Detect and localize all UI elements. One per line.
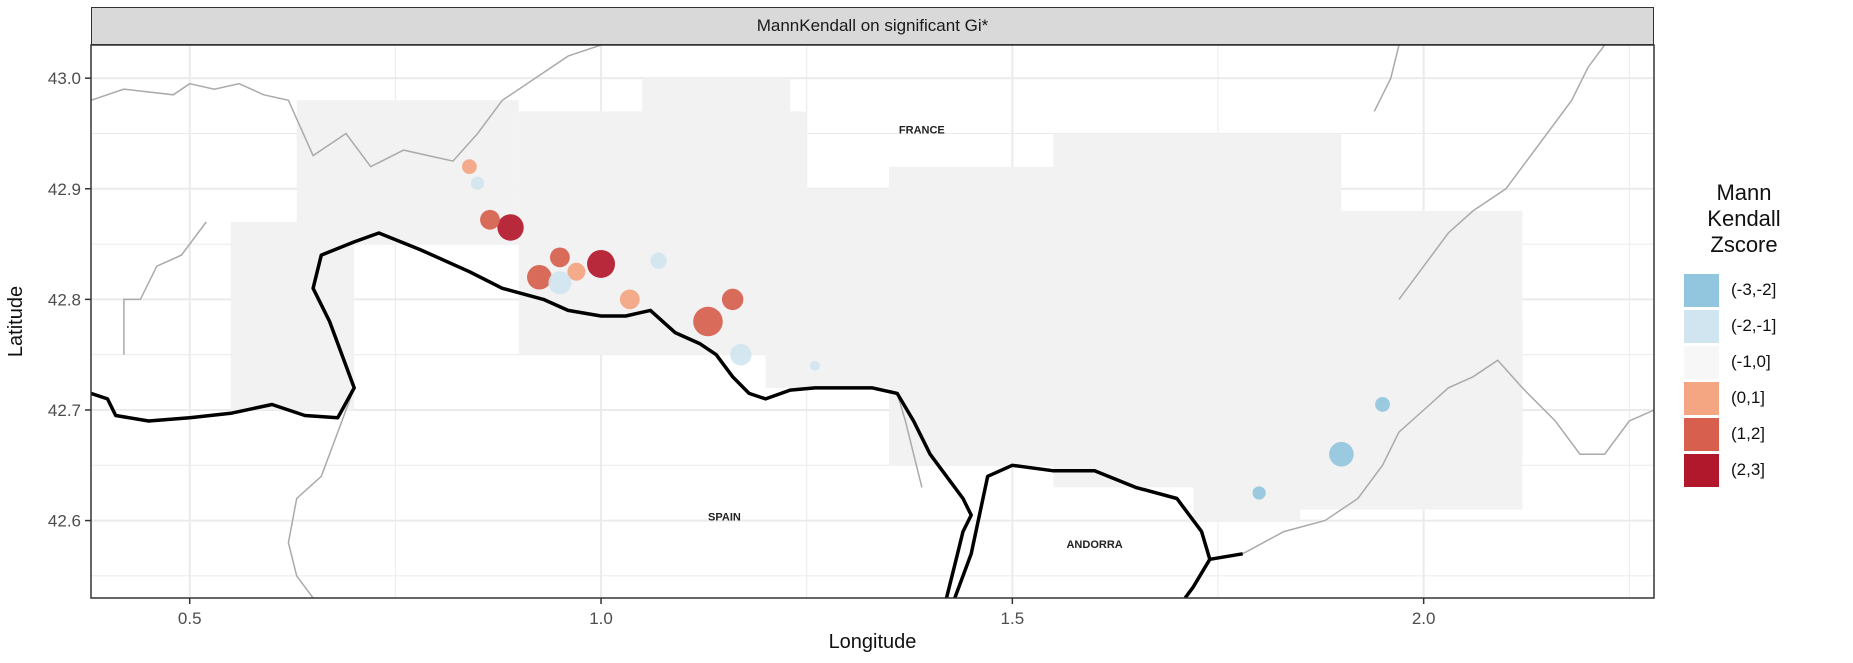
legend-label: (-1,0] [1731,352,1771,371]
panel-strip-title: MannKendall on significant Gi* [91,7,1654,45]
y-tick-label: 42.6 [48,512,81,531]
hotspot-cell [650,252,667,269]
y-tick-label: 42.8 [48,290,81,309]
hotspot-cell [462,159,477,175]
legend-label: (1,2] [1731,424,1766,443]
hotspot-layer [462,159,1390,500]
legend-swatch [1684,345,1719,379]
hotspot-cell [810,360,820,371]
hotspot-cell [567,262,586,281]
panel-border [90,44,1655,599]
x-tick-label: 1.5 [1001,609,1025,628]
legend-item: (0,1] [1684,380,1853,416]
region-boundary [123,221,207,355]
andorra-border [953,463,1212,598]
y-tick-label: 42.7 [48,401,81,420]
study-area-cell [1193,365,1301,521]
x-tick-label: 2.0 [1412,609,1436,628]
study-area-cell [642,78,791,245]
legend-swatch [1684,417,1719,451]
hotspot-cell [1329,441,1354,467]
x-axis-title: Longitude [829,631,917,653]
x-tick-label: 1.0 [589,609,613,628]
legend-title-line1: Mann Kendall [1707,180,1781,231]
legend: Mann Kendall Zscore (-3,-2] (-2,-1] (-1,0]… [1684,180,1853,488]
legend-item: (2,3] [1684,452,1853,488]
hotspot-cell [587,249,616,278]
legend-items: (-3,-2] (-2,-1] (-1,0] (0,1] (1,2] (2,3] [1684,272,1853,488]
legend-item: (-1,0] [1684,344,1853,380]
legend-swatch [1684,381,1719,415]
map-label: FRANCE [899,124,945,136]
study-area-cell [296,100,519,245]
study-area-cell [230,222,355,410]
legend-item: (1,2] [1684,416,1853,452]
study-area-layer [230,78,1523,521]
spain-france-border [91,231,973,598]
hotspot-cell [497,214,524,241]
region-boundary [1373,45,1400,112]
region-boundary [287,387,355,598]
map-labels-layer: FRANCE SPAIN ANDORRA [708,124,1123,551]
hotspot-cell [693,306,723,337]
region-boundary [91,45,602,168]
y-tick-label: 43.0 [48,69,81,88]
hotspot-cell [1375,397,1390,412]
hotspot-cell [1252,486,1266,500]
hotspot-cell [548,271,572,295]
legend-label: (-3,-2] [1731,280,1777,299]
hotspot-cell [471,176,485,190]
study-area-cell [1341,321,1523,455]
y-tick-label: 42.9 [48,180,81,199]
x-tick-label: 0.5 [178,609,202,628]
hotspot-cell [527,264,552,290]
map-label: ANDORRA [1066,539,1122,551]
hotspot-cell [550,247,570,268]
legend-swatch [1684,309,1719,343]
legend-swatch [1684,273,1719,307]
map-label: SPAIN [708,512,741,524]
legend-title-line2: Zscore [1710,232,1778,257]
hotspot-cell [619,289,640,310]
y-axis-title: Latitude [5,286,27,357]
east-border [1209,552,1243,562]
legend-title: Mann Kendall Zscore [1684,180,1804,258]
hotspot-cell [480,209,500,230]
legend-swatch [1684,453,1719,487]
axes-layer: 0.5 1.0 1.5 2.0 42.6 42.7 42.8 42.9 43.0Longitud… [5,44,1655,653]
region-boundary [1242,359,1654,555]
strip-title-text: MannKendall on significant Gi* [756,16,989,35]
hotspot-cell [730,343,752,366]
legend-label: (-2,-1] [1731,316,1777,335]
hotspot-cell [721,288,744,311]
region-boundary [896,393,923,488]
legend-item: (-3,-2] [1684,272,1853,308]
legend-label: (0,1] [1731,388,1766,407]
borders-layer [91,45,1654,598]
legend-label: (2,3] [1731,460,1766,479]
region-boundary [1398,45,1606,300]
legend-item: (-2,-1] [1684,308,1853,344]
